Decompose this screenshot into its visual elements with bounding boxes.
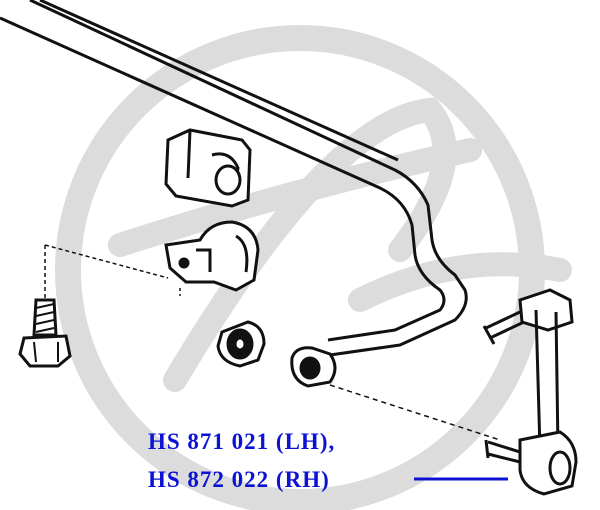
stabilizer-link	[482, 288, 578, 496]
watermark-s	[348, 252, 572, 312]
link-bushing	[216, 320, 266, 368]
stabilizer-bar	[0, 0, 468, 357]
leader-lines	[44, 244, 501, 441]
part-number-lh: HS 871 021 (LH),	[148, 429, 336, 454]
bar-end-eye	[290, 346, 337, 388]
bar-bushing	[164, 128, 252, 208]
part-number-rh: HS 872 022 (RH)	[148, 467, 330, 492]
bushing-bracket	[164, 220, 260, 292]
mounting-bolt	[18, 298, 72, 368]
